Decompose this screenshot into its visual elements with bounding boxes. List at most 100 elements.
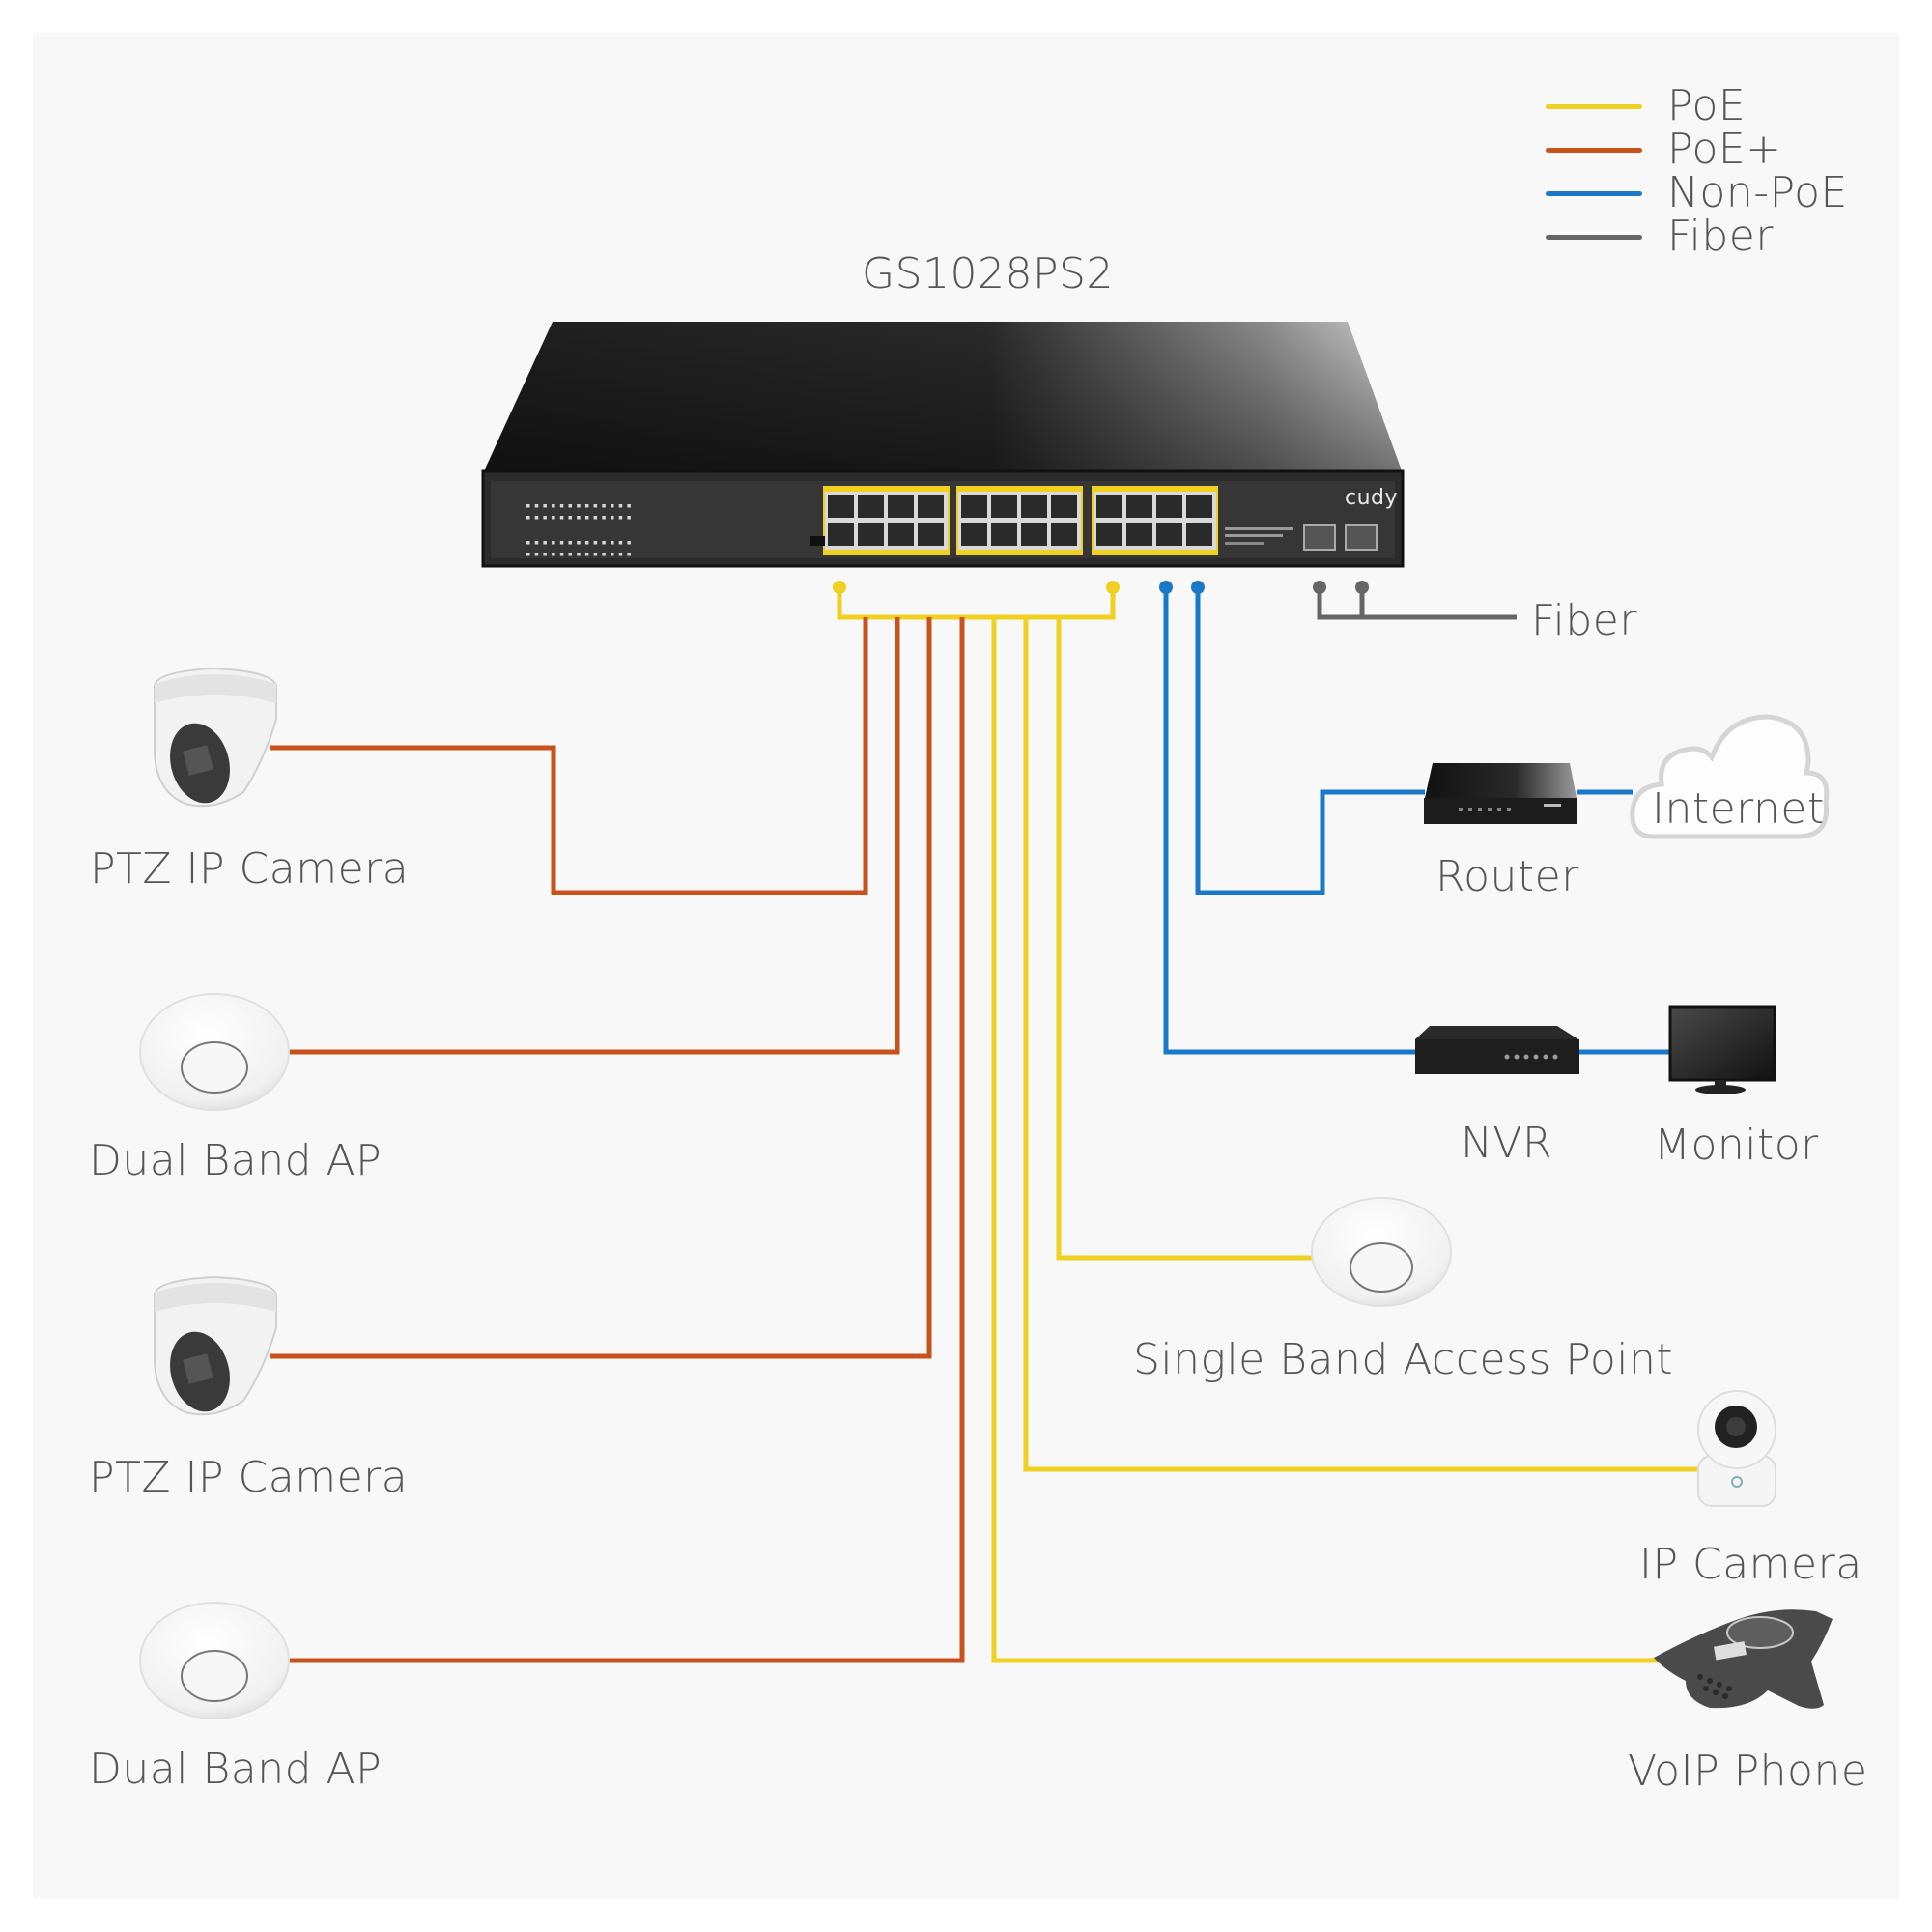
switch-led <box>602 553 606 556</box>
wire-voip-phone <box>991 617 1666 1663</box>
poe-bus-line <box>837 587 1116 620</box>
port-dot-nonpoe-1 <box>1159 581 1173 594</box>
rj45-port <box>1051 523 1077 546</box>
switch-led <box>577 553 581 556</box>
switch-led <box>577 516 581 520</box>
port-dot-fiber-1 <box>1313 581 1326 594</box>
label-ptz-camera-2: PTZ IP Camera <box>89 1453 409 1502</box>
label-ptz-camera-1: PTZ IP Camera <box>90 844 410 894</box>
wire-fiber <box>1317 587 1517 620</box>
switch-led <box>618 504 623 508</box>
wire-ptz-camera-1 <box>270 617 868 895</box>
switch-brand-logo: cudy <box>1345 486 1399 510</box>
rj45-port <box>1096 523 1122 546</box>
switch-led <box>627 553 631 556</box>
rj45-port <box>961 495 987 518</box>
rj45-port <box>1096 495 1122 518</box>
wire-single-band-ap <box>1056 617 1314 1261</box>
switch-led <box>618 516 623 520</box>
nvr-icon <box>1415 1026 1579 1074</box>
switch-led <box>552 516 555 520</box>
network-switch <box>481 322 1405 568</box>
switch-model-title: GS1028PS2 <box>862 249 1114 298</box>
sfp-port-2 <box>1345 524 1378 551</box>
label-dual-band-ap-2: Dual Band AP <box>89 1745 383 1794</box>
switch-led <box>526 541 530 545</box>
switch-led <box>543 553 547 556</box>
port-dot-fiber-2 <box>1355 581 1369 594</box>
switch-led <box>611 553 614 556</box>
switch-port-blocks <box>823 486 1218 555</box>
rj45-port <box>858 495 884 518</box>
wire-ptz-camera-2 <box>270 617 932 1359</box>
switch-led <box>627 504 631 508</box>
fiber-link-label: Fiber <box>1531 596 1637 645</box>
switch-led <box>577 541 581 545</box>
legend-line-non-poe <box>1546 191 1642 196</box>
rj45-port <box>1156 495 1182 518</box>
switch-led <box>526 553 530 556</box>
switch-led <box>611 541 614 545</box>
label-voip-phone: VoIP Phone <box>1628 1747 1868 1796</box>
switch-led <box>552 553 555 556</box>
port-dot-poe-right <box>1106 581 1120 594</box>
switch-led <box>559 553 564 556</box>
switch-led <box>584 553 589 556</box>
ptz-camera-1-icon <box>154 667 277 808</box>
rj45-port <box>1126 495 1152 518</box>
port-dot-poe-left <box>833 581 846 594</box>
switch-led <box>584 541 589 545</box>
switch-led <box>543 541 547 545</box>
switch-led <box>577 504 581 508</box>
rj45-port <box>1126 523 1152 546</box>
wire-dual-band-ap-1 <box>290 617 900 1055</box>
label-nvr: NVR <box>1461 1119 1553 1168</box>
wire-router <box>1195 587 1425 895</box>
label-ip-camera: IP Camera <box>1639 1540 1862 1589</box>
switch-led <box>543 516 547 520</box>
wire-nvr <box>1163 587 1420 1055</box>
rj45-port <box>991 495 1017 518</box>
rj45-port <box>1051 495 1077 518</box>
ip-camera-icon <box>1697 1390 1776 1507</box>
switch-led <box>593 504 598 508</box>
dual-band-ap-2-icon <box>139 1602 290 1719</box>
legend-label-poe: PoE <box>1667 81 1747 130</box>
dual-band-ap-1-icon <box>139 993 290 1111</box>
switch-led <box>534 516 539 520</box>
switch-led <box>584 504 589 508</box>
switch-led <box>602 504 606 508</box>
switch-led <box>534 553 539 556</box>
switch-led <box>568 553 572 556</box>
switch-led <box>568 516 572 520</box>
switch-led <box>568 504 572 508</box>
label-monitor: Monitor <box>1654 1121 1819 1170</box>
switch-led <box>559 541 564 545</box>
switch-led <box>584 516 589 520</box>
rj45-port <box>888 523 914 546</box>
rj45-port <box>858 523 884 546</box>
switch-led <box>526 504 530 508</box>
monitor-icon <box>1668 1005 1776 1094</box>
ptz-camera-2-icon <box>154 1275 277 1416</box>
internet-cloud-icon <box>1630 714 1830 839</box>
switch-led <box>611 516 614 520</box>
rj45-port <box>828 495 854 518</box>
legend-label-non-poe: Non-PoE <box>1667 168 1848 217</box>
port-dot-nonpoe-2 <box>1191 581 1205 594</box>
rj45-port <box>1021 523 1047 546</box>
rj45-port <box>991 523 1017 546</box>
legend-label-fiber: Fiber <box>1667 212 1774 261</box>
switch-led <box>534 504 539 508</box>
switch-led <box>611 504 614 508</box>
rj45-port <box>828 523 854 546</box>
legend-line-poe <box>1546 104 1642 109</box>
wire-ip-camera <box>1023 617 1708 1472</box>
sfp-port-1 <box>1303 524 1336 551</box>
switch-led <box>568 541 572 545</box>
rj45-port <box>1186 523 1212 546</box>
switch-led <box>552 504 555 508</box>
rj45-port <box>1186 495 1212 518</box>
switch-led <box>618 553 623 556</box>
